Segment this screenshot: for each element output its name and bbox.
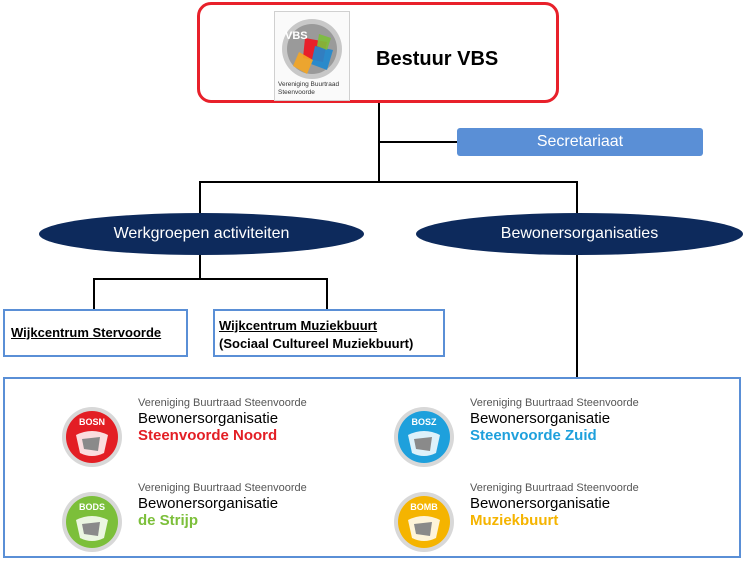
bo-area-label: Steenvoorde Zuid [470,427,597,444]
connector-werkgroepen-down [199,255,201,279]
bewonersorganisaties-ellipse: Bewonersorganisaties [416,213,743,255]
bestuur-box: VBS Vereniging Buurtraad Steenvoorde Bes… [197,2,559,103]
wijkcentrum-stervoorde-box: Wijkcentrum Stervoorde [3,309,188,357]
connector-secretariaat [378,141,458,143]
bosz-badge-icon: BOSZ [394,407,454,467]
wijkcentrum-stervoorde-label: Wijkcentrum Stervoorde [11,325,162,340]
vbs-logo: VBS Vereniging Buurtraad Steenvoorde [274,11,350,101]
bods-badge-icon: BODS [62,492,122,552]
bo-org-name: Vereniging Buurtraad Steenvoorde [138,482,307,494]
badge-abbr: BODS [79,502,105,512]
bosn-badge-icon: BOSN [62,407,122,467]
bo-area-label: Steenvoorde Noord [138,427,278,444]
connector-horizontal-top [199,181,578,183]
vbs-logo-icon: VBS Vereniging Buurtraad Steenvoorde [278,19,342,96]
werkgroepen-ellipse: Werkgroepen activiteiten [39,213,364,255]
connector-werkgroepen-horizontal [93,278,328,280]
bestuur-title: Bestuur VBS [376,48,499,70]
bo-type-label: Bewonersorganisatie [138,495,279,512]
secretariaat-box: Secretariaat [457,128,703,156]
connector-left-drop [199,181,201,213]
bo-org-name: Vereniging Buurtraad Steenvoorde [138,397,307,409]
bewonersorganisaties-container [3,377,741,558]
bo-area-label: Muziekbuurt [470,512,559,529]
connector-right-drop [576,181,578,213]
badge-abbr: BOMB [410,502,438,512]
bo-area-label: de Strijp [138,512,199,529]
connector-wijk-right [326,278,328,309]
svg-text:VBS: VBS [285,30,308,42]
bomb-badge-icon: BOMB [394,492,454,552]
wijkcentrum-muziekbuurt-label: Wijkcentrum Muziekbuurt [219,318,378,333]
badge-abbr: BOSZ [411,417,437,427]
bo-type-label: Bewonersorganisatie [470,410,611,427]
bo-type-label: Bewonersorganisatie [470,495,611,512]
bo-org-name: Vereniging Buurtraad Steenvoorde [470,482,639,494]
wijkcentrum-muziekbuurt-sublabel: (Sociaal Cultureel Muziekbuurt) [219,336,414,351]
connector-wijk-left [93,278,95,309]
wijkcentrum-muziekbuurt-box: Wijkcentrum Muziekbuurt (Sociaal Culture… [213,309,445,357]
bo-org-name: Vereniging Buurtraad Steenvoorde [470,397,639,409]
svg-text:Steenvoorde: Steenvoorde [278,89,315,96]
svg-text:Vereniging Buurtraad: Vereniging Buurtraad [278,81,339,88]
connector-bewoners-down [576,255,578,378]
bo-type-label: Bewonersorganisatie [138,410,279,427]
badge-abbr: BOSN [79,417,105,427]
